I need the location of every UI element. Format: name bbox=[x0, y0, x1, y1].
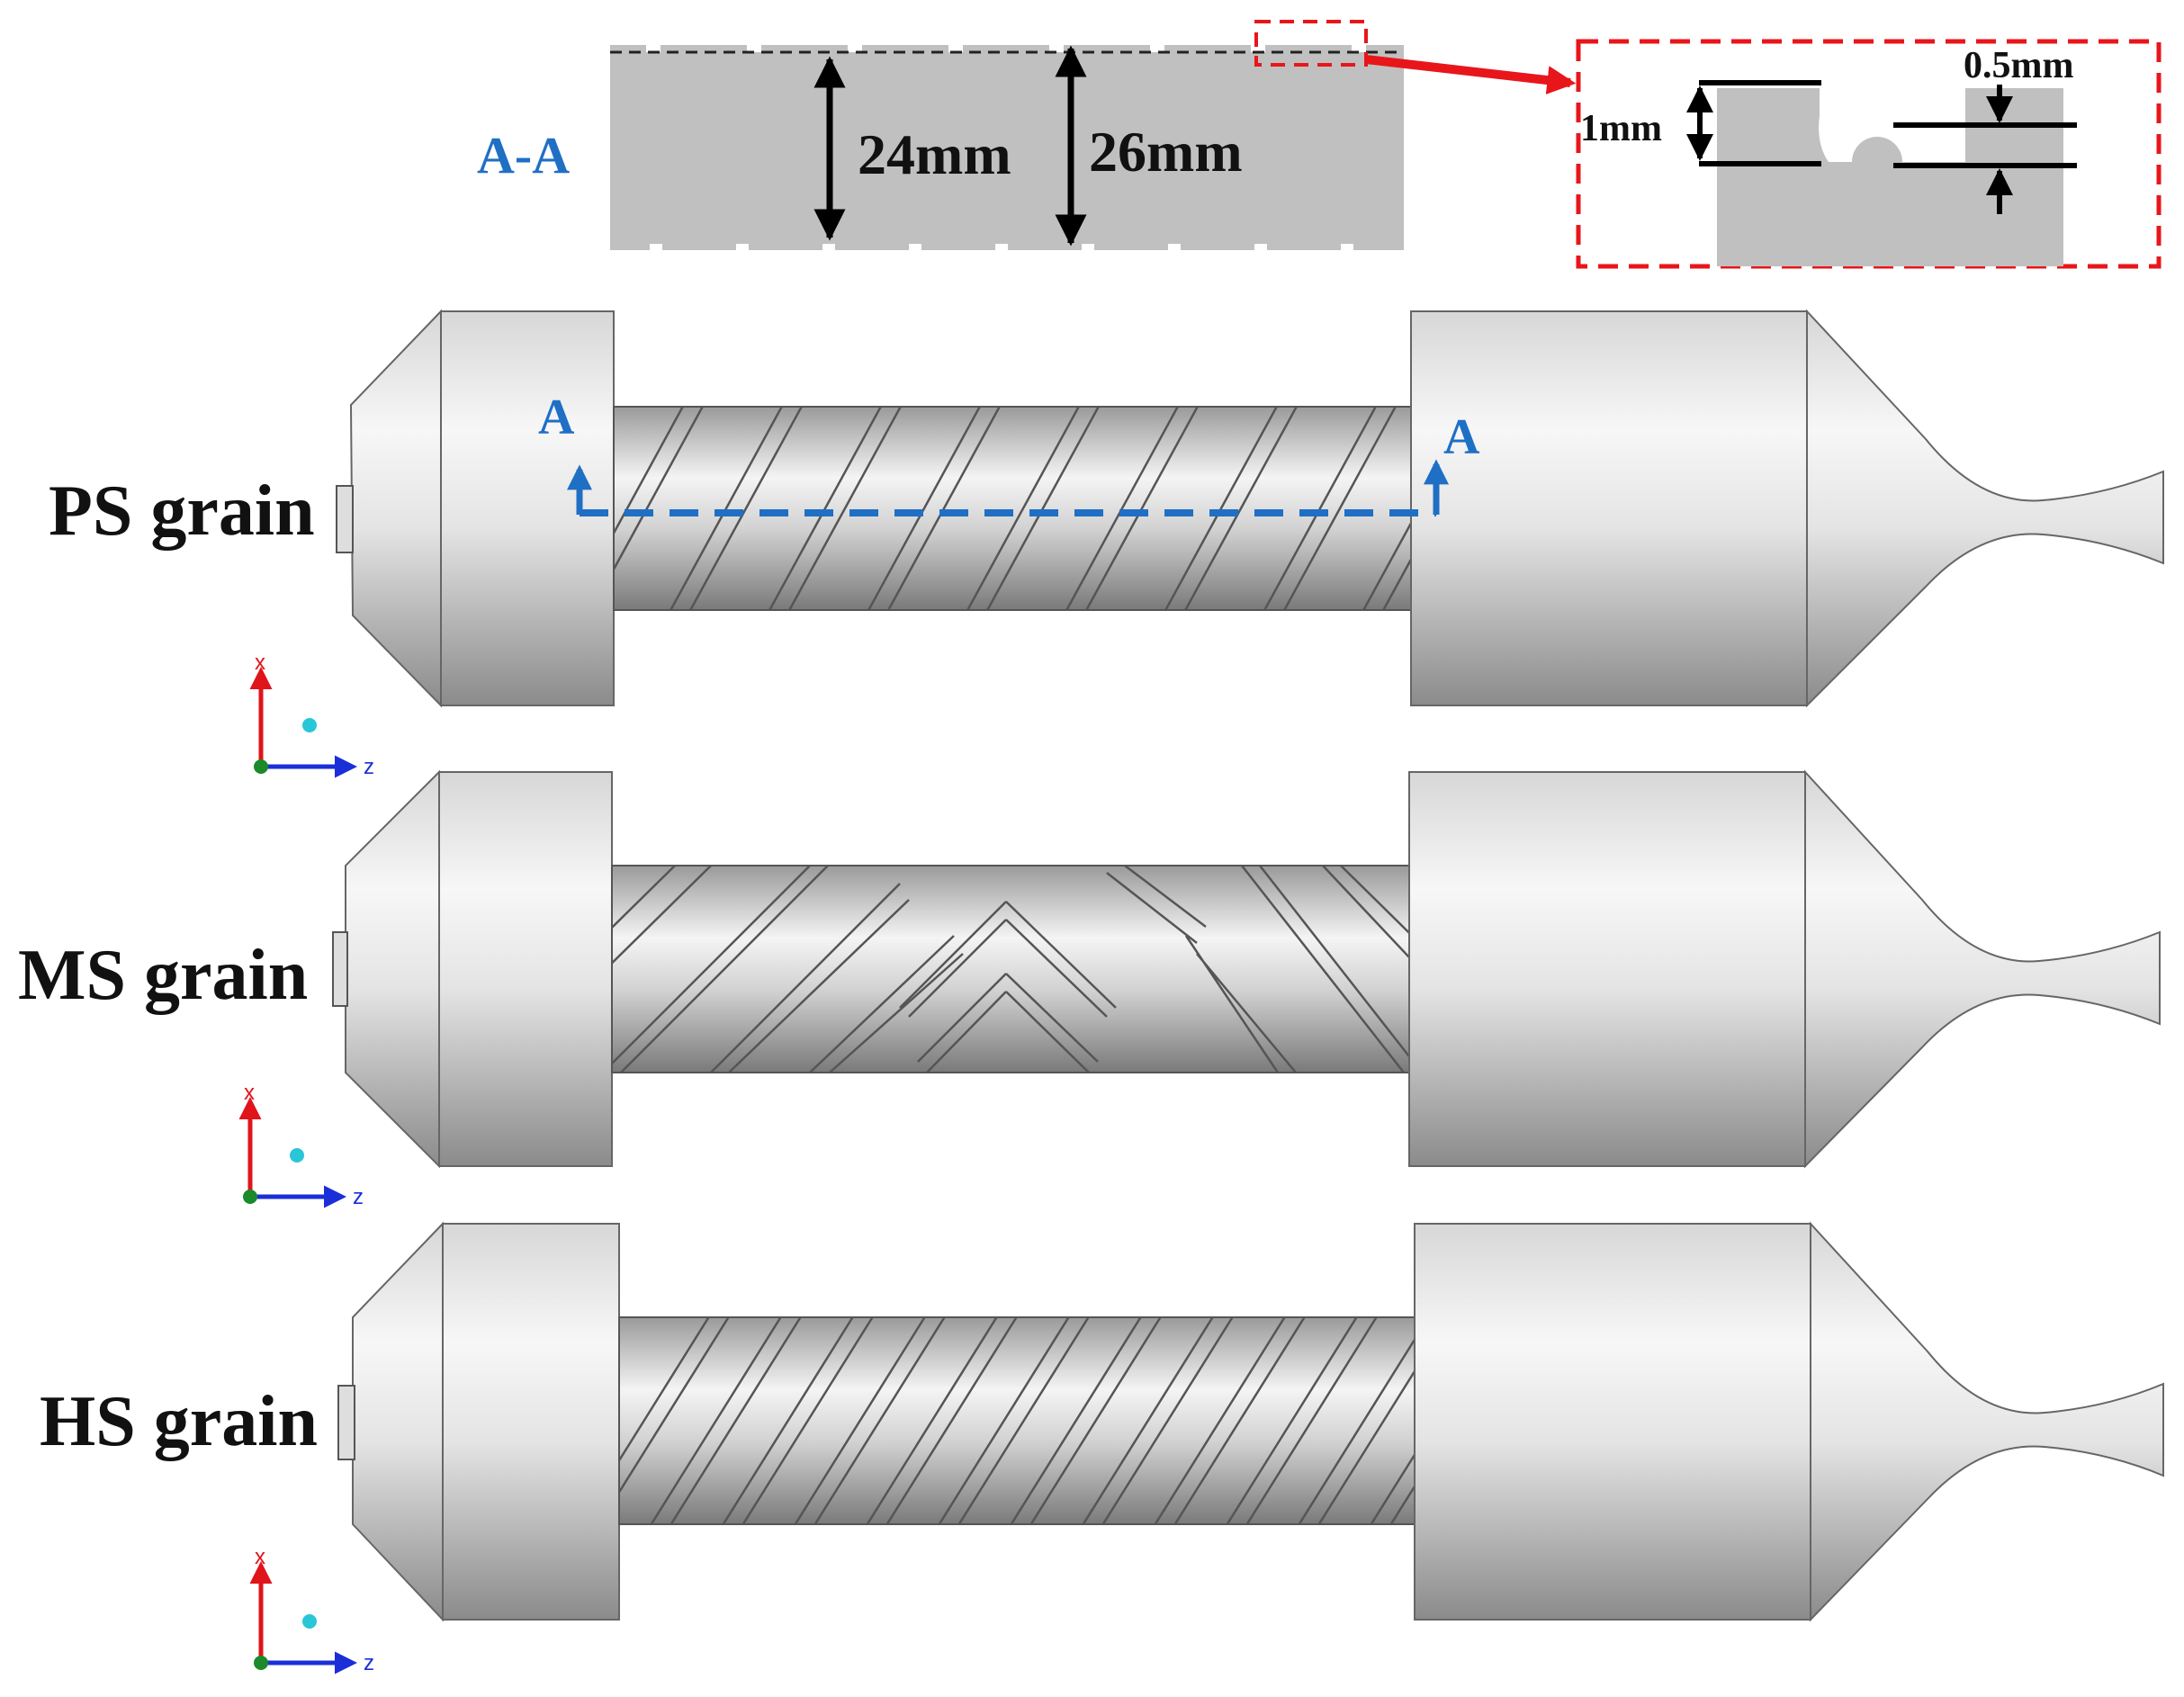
detail-pointer-arrow bbox=[1365, 55, 1577, 94]
motor-label-ms: MS grain bbox=[18, 936, 308, 1015]
igniter-stub bbox=[336, 485, 354, 553]
head-flange bbox=[442, 1223, 620, 1621]
motor-ms: MS grain x z bbox=[18, 769, 2161, 1209]
section-a-a: 24mm 26mm A-A bbox=[477, 20, 1577, 251]
detail-source-box bbox=[1254, 20, 1368, 67]
head-cone bbox=[352, 1221, 444, 1622]
grain-slots bbox=[619, 1317, 1415, 1524]
grain-cylinder bbox=[613, 406, 1412, 611]
grain-cylinder bbox=[618, 1316, 1416, 1525]
detail-depth-label: 1mm bbox=[1580, 108, 1662, 149]
axis-z-label: z bbox=[364, 1651, 374, 1675]
motor-label-ps: PS grain bbox=[49, 471, 315, 551]
motor-hs: HS grain x z bbox=[40, 1221, 2164, 1675]
motor-label-hs: HS grain bbox=[40, 1382, 318, 1461]
igniter-stub bbox=[332, 931, 348, 1007]
axis-triad-ms: x z bbox=[238, 1081, 364, 1209]
head-flange bbox=[438, 771, 613, 1167]
aft-chamber bbox=[1408, 771, 1806, 1167]
grain-cylinder bbox=[611, 865, 1410, 1073]
nozzle bbox=[1810, 1221, 2164, 1622]
axis-z-label: z bbox=[364, 755, 374, 779]
head-flange bbox=[440, 310, 615, 706]
axis-x-label: x bbox=[255, 651, 265, 675]
motor-ps: A A PS grain x z bbox=[49, 309, 2164, 779]
detail-profile bbox=[1717, 88, 2063, 266]
axis-triad-ps: x z bbox=[249, 651, 374, 779]
detail-width-label: 0.5mm bbox=[1964, 45, 2073, 86]
axis-x-label: x bbox=[244, 1081, 255, 1105]
detail-inset: 1mm 0.5mm bbox=[1576, 39, 2162, 269]
head-cone bbox=[349, 309, 442, 708]
detail-frame bbox=[1576, 39, 2162, 269]
grain-slots bbox=[614, 407, 1411, 610]
nozzle bbox=[1806, 309, 2164, 708]
section-label: A-A bbox=[477, 126, 570, 184]
section-a-a-body bbox=[610, 45, 1404, 250]
aft-chamber bbox=[1410, 310, 1808, 706]
cut-marker-right: A bbox=[1443, 409, 1480, 465]
axis-x-label: x bbox=[255, 1545, 265, 1569]
cut-marker-left: A bbox=[538, 390, 575, 445]
aft-chamber bbox=[1414, 1223, 1811, 1621]
axis-z-label: z bbox=[353, 1185, 364, 1209]
grain-slots bbox=[612, 866, 1409, 1073]
axis-triad-hs: x z bbox=[249, 1545, 374, 1675]
dim-label-24mm: 24mm bbox=[858, 122, 1011, 186]
nozzle bbox=[1804, 769, 2161, 1169]
igniter-stub bbox=[337, 1385, 355, 1460]
dim-label-26mm: 26mm bbox=[1089, 120, 1243, 184]
head-cone bbox=[345, 769, 440, 1169]
